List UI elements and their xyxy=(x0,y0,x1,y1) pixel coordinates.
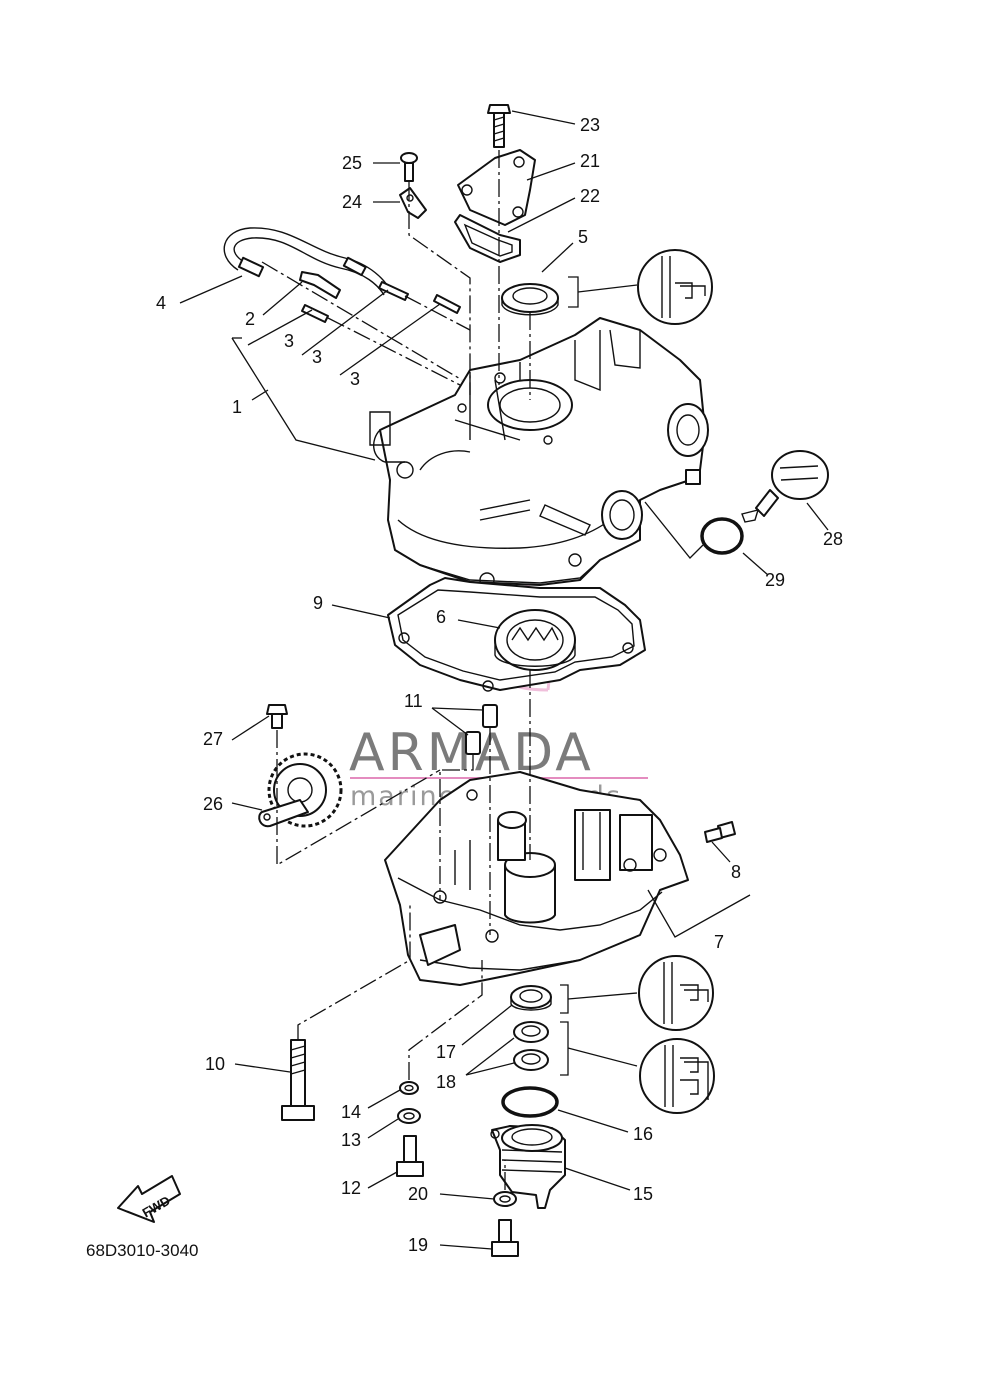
washer-20 xyxy=(493,1191,517,1207)
callout-3: 3 xyxy=(350,369,360,389)
callout-3: 3 xyxy=(312,347,322,367)
housing-15 xyxy=(490,1124,566,1209)
callout-4: 4 xyxy=(156,293,166,313)
callout-9: 9 xyxy=(313,593,323,613)
group-brackets xyxy=(231,276,751,1076)
bolt-27 xyxy=(266,704,288,729)
oil-seal-5 xyxy=(501,283,559,316)
callout-10: 10 xyxy=(205,1054,225,1074)
callout-20: 20 xyxy=(408,1184,428,1204)
callout-25: 25 xyxy=(342,153,362,173)
fwd-arrow-icon: FWD xyxy=(117,1175,181,1223)
callout-13: 13 xyxy=(341,1130,361,1150)
o-ring-16 xyxy=(501,1086,559,1118)
callout-12: 12 xyxy=(341,1178,361,1198)
o-ring-29 xyxy=(700,517,744,555)
callout-14: 14 xyxy=(341,1102,361,1122)
callout-15: 15 xyxy=(633,1184,653,1204)
gasket-22 xyxy=(454,214,521,263)
upper-case-assembly xyxy=(369,317,709,588)
callout-23: 23 xyxy=(580,115,600,135)
callout-22: 22 xyxy=(580,186,600,206)
callout-21: 21 xyxy=(580,151,600,171)
bracket-24 xyxy=(399,187,427,219)
alignment-lines xyxy=(261,150,531,1190)
callout-8: 8 xyxy=(731,862,741,882)
bolt-10 xyxy=(281,1039,315,1121)
callout-27: 27 xyxy=(203,729,223,749)
lower-case-assembly xyxy=(384,771,689,986)
seal-detail-inset xyxy=(639,1038,715,1114)
bolt-23 xyxy=(487,104,511,148)
washer-14 xyxy=(399,1081,419,1095)
callout-29: 29 xyxy=(765,570,785,590)
callout-2: 2 xyxy=(245,309,255,329)
bolt-12 xyxy=(396,1135,424,1177)
seal-17 xyxy=(510,985,552,1011)
seal-detail-inset xyxy=(638,955,714,1031)
cover-21 xyxy=(457,149,536,226)
plug-28 xyxy=(741,450,829,523)
bolt-8 xyxy=(704,821,736,843)
hose-4 xyxy=(223,227,391,296)
dowel-11 xyxy=(465,704,498,755)
seal-18 xyxy=(513,1021,549,1071)
callout-3: 3 xyxy=(284,331,294,351)
gear-26 xyxy=(258,752,343,828)
washer-13 xyxy=(397,1108,421,1124)
callout-16: 16 xyxy=(633,1124,653,1144)
callout-19: 19 xyxy=(408,1235,428,1255)
callout-28: 28 xyxy=(823,529,843,549)
leader-lines xyxy=(179,110,829,1250)
callout-6: 6 xyxy=(436,607,446,627)
callout-17: 17 xyxy=(436,1042,456,1062)
bolt-19 xyxy=(491,1219,519,1257)
callout-26: 26 xyxy=(203,794,223,814)
diagram-code: 68D3010-3040 xyxy=(86,1241,198,1260)
callout-11: 11 xyxy=(404,691,423,711)
callout-1: 1 xyxy=(232,397,242,417)
pins-2-3 xyxy=(299,271,461,323)
callout-5: 5 xyxy=(578,227,588,247)
callout-7: 7 xyxy=(714,932,724,952)
bearing-6 xyxy=(494,609,576,671)
callout-24: 24 xyxy=(342,192,362,212)
callout-labels: 1 2 3 3 3 4 5 6 7 8 9 10 11 12 13 14 15 … xyxy=(156,115,843,1255)
seal-detail-inset xyxy=(637,249,713,325)
callout-18: 18 xyxy=(436,1072,456,1092)
screw-25 xyxy=(400,152,418,182)
